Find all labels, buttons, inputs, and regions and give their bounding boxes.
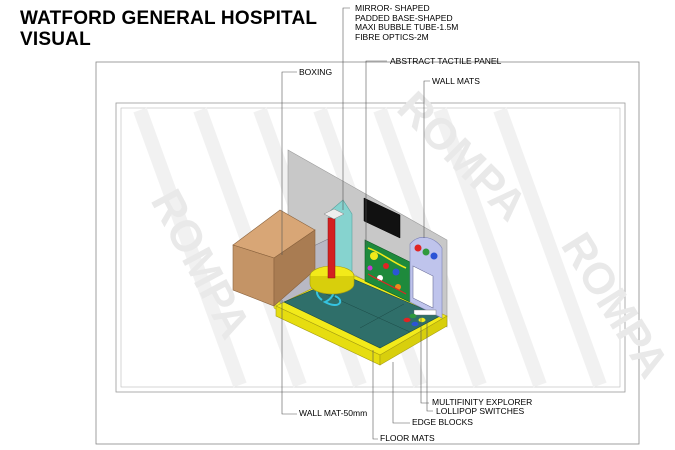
boxing-cube (232, 209, 316, 307)
label-wall-mats: WALL MATS (432, 76, 480, 86)
lollipop-switches (403, 313, 426, 327)
label-abstract-tactile-panel: ABSTRACT TACTILE PANEL (390, 56, 502, 66)
label-wall-mat-50mm: WALL MAT-50mm (299, 408, 368, 418)
label-floor-mats: FLOOR MATS (380, 433, 435, 443)
tactile-wall-panel (364, 239, 411, 303)
label-mirror: MIRROR- SHAPED (355, 3, 430, 13)
abstract-tactile-panel (363, 197, 401, 239)
label-multifinity-explorer: MULTIFINITY EXPLORER (432, 397, 533, 407)
leader-lines (281, 7, 433, 440)
label-bubble-tube: MAXI BUBBLE TUBE-1.5M (355, 22, 459, 33)
multifinity-explorer (409, 237, 443, 319)
label-edge-blocks: EDGE BLOCKS (412, 417, 473, 427)
title-line-1: WATFORD GENERAL HOSPITAL (20, 8, 318, 29)
drawing-frame (95, 61, 640, 445)
label-lollipop-switches: LOLLIPOP SWITCHES (436, 406, 525, 416)
title-line-2: VISUAL (20, 29, 91, 50)
label-mirror-group: MIRROR- SHAPED PADDED BASE-SHAPED MAXI B… (355, 3, 459, 42)
label-padded-base: PADDED BASE-SHAPED (355, 12, 453, 23)
page-title: WATFORD GENERAL HOSPITAL VISUAL (20, 8, 317, 50)
label-fibre-optics: FIBRE OPTICS-2M (355, 31, 429, 42)
render-border-inner (120, 107, 621, 388)
bubble-tube (323, 208, 345, 279)
label-boxing: BOXING (299, 67, 333, 77)
